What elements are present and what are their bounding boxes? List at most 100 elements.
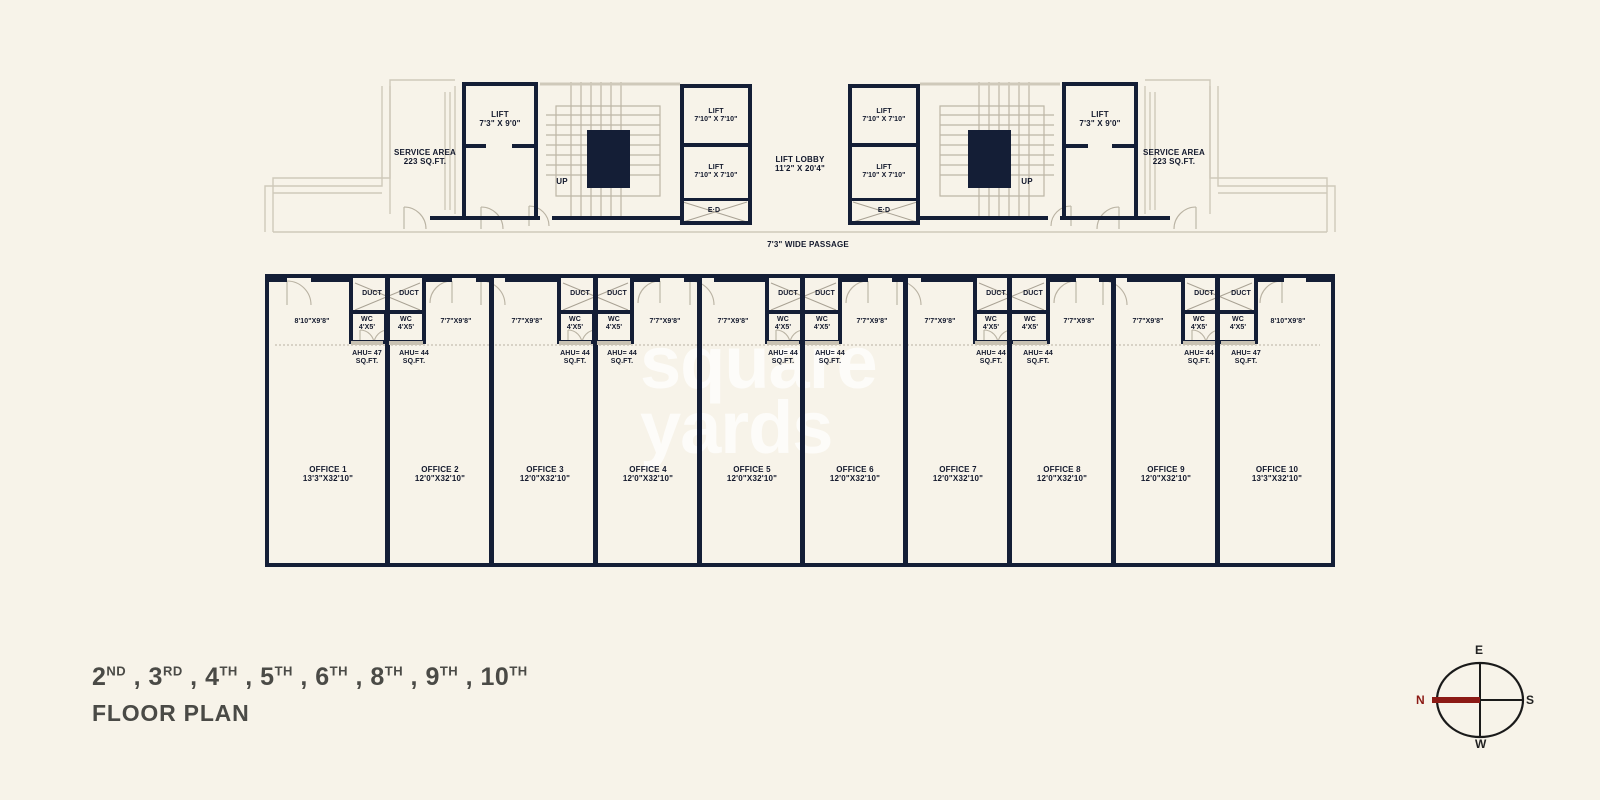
wall-service-right-bottom xyxy=(1138,216,1170,220)
wall-office-divider-2 xyxy=(489,278,494,564)
wall-entry-seg-6 xyxy=(630,278,660,282)
outer-boundary-lines xyxy=(264,79,1336,233)
wall-lift-right-right xyxy=(1134,82,1138,216)
threshold-wc-3 xyxy=(559,341,591,345)
wall-office-divider-9 xyxy=(1215,278,1220,564)
label-stair-up-right: UP xyxy=(1021,177,1033,186)
label-service-area-right: SERVICE AREA 223 SQ.FT. xyxy=(1143,148,1205,167)
wall-office-divider-7 xyxy=(1007,278,1012,564)
wall-wc-g2-mid xyxy=(592,310,596,344)
wall-core-left-bottom xyxy=(462,216,540,220)
electrical-duct-hatch xyxy=(682,201,918,223)
wall-office-block-bottom xyxy=(265,563,1335,567)
label-duct-9: DUCT xyxy=(1194,290,1214,297)
label-duct-5: DUCT xyxy=(778,290,798,297)
wall-entry-seg-14 xyxy=(1127,278,1185,282)
wall-office-divider-3 xyxy=(593,278,598,564)
floor-2: 2ND xyxy=(92,663,127,691)
wall-wc-g3-top xyxy=(765,310,842,314)
wall-liftbank-right-inner xyxy=(848,84,852,224)
wall-liftbank-right-ed-top xyxy=(848,198,920,201)
label-lobby-1: 8'10"X9'8" xyxy=(294,318,330,325)
wall-liftbank-left-ed-top xyxy=(680,198,752,201)
label-electrical-duct-right: E·D xyxy=(877,207,891,214)
wall-wc-g5-bottom xyxy=(1181,340,1258,344)
wall-entry-seg-4 xyxy=(476,278,494,282)
label-lobby-9: 7'7"X9'8" xyxy=(1132,318,1164,325)
title-block: 2ND , 3RD , 4TH , 5TH , 6TH , 8TH , 9TH … xyxy=(92,663,528,727)
threshold-wc-1 xyxy=(351,341,383,345)
label-lobby-5: 7'7"X9'8" xyxy=(717,318,749,325)
label-duct-4: DUCT xyxy=(607,290,627,297)
wall-liftbank-left-mid xyxy=(680,143,752,147)
threshold-wc-8 xyxy=(1013,341,1047,345)
floor-8: 8TH xyxy=(370,663,404,691)
floor-10: 10TH xyxy=(480,663,528,691)
label-duct-10: DUCT xyxy=(1231,290,1251,297)
label-service-area-left: SERVICE AREA 223 SQ.FT. xyxy=(394,148,456,167)
wall-wc-g2-bottom xyxy=(557,340,634,344)
label-lobby-2: 7'7"X9'8" xyxy=(440,318,472,325)
wall-passage-bottom xyxy=(265,274,1335,278)
wall-entry-seg-9 xyxy=(838,278,868,282)
wall-entry-seg-8 xyxy=(714,278,769,282)
wall-liftbank-left-inner xyxy=(748,84,752,224)
wall-liftbank-right-top xyxy=(848,84,920,88)
threshold-wc-4 xyxy=(597,341,631,345)
threshold-wc-6 xyxy=(805,341,839,345)
wall-liftbank-left-top xyxy=(680,84,752,88)
floor-9: 9TH xyxy=(425,663,459,691)
wall-lift-right-top xyxy=(1062,82,1138,86)
wall-entry-seg-11 xyxy=(921,278,977,282)
wall-lift-left-top xyxy=(462,82,538,86)
floor-5: 5TH xyxy=(260,663,293,691)
label-lobby-7: 7'7"X9'8" xyxy=(924,318,956,325)
wall-wc-g4-mid xyxy=(1008,310,1012,344)
label-duct-1: DUCT xyxy=(362,290,382,297)
label-lift-inner-2: LIFT 7'10" X 7'10" xyxy=(694,164,738,180)
label-lift-lobby: LIFT LOBBY 11'2" X 20'4" xyxy=(774,155,826,174)
label-lobby-3: 7'7"X9'8" xyxy=(511,318,543,325)
wall-office-divider-1 xyxy=(385,278,390,564)
wall-lift-left-mid-b xyxy=(512,144,538,148)
label-duct-2: DUCT xyxy=(399,290,419,297)
wall-liftbank-right-mid xyxy=(848,143,920,147)
wall-liftbank-left-outer xyxy=(680,84,684,224)
wall-core-right-bottom-2 xyxy=(920,216,1048,220)
stair-core-right xyxy=(968,130,1011,188)
wall-office-divider-4 xyxy=(697,278,702,564)
wall-office-divider-8 xyxy=(1111,278,1116,564)
wall-wc-g3-bottom xyxy=(765,340,842,344)
wall-entry-seg-7 xyxy=(684,278,702,282)
wall-lift-right-left xyxy=(1062,82,1066,216)
label-lobby-8: 7'7"X9'8" xyxy=(1063,318,1095,325)
wall-office-block-right xyxy=(1331,274,1335,567)
wall-wc-g1-mid xyxy=(384,310,388,344)
wall-lift-left-mid-a xyxy=(462,144,486,148)
threshold-wc-9 xyxy=(1183,341,1215,345)
wall-wc-g3-mid xyxy=(800,310,804,344)
threshold-wc-2 xyxy=(389,341,423,345)
wall-wc-g4-top xyxy=(973,310,1050,314)
wall-liftbank-right-ed-bot xyxy=(848,221,920,225)
label-electrical-duct-left: E·D xyxy=(707,207,721,214)
label-duct-6: DUCT xyxy=(815,290,835,297)
wall-lift-left-right xyxy=(534,82,538,216)
